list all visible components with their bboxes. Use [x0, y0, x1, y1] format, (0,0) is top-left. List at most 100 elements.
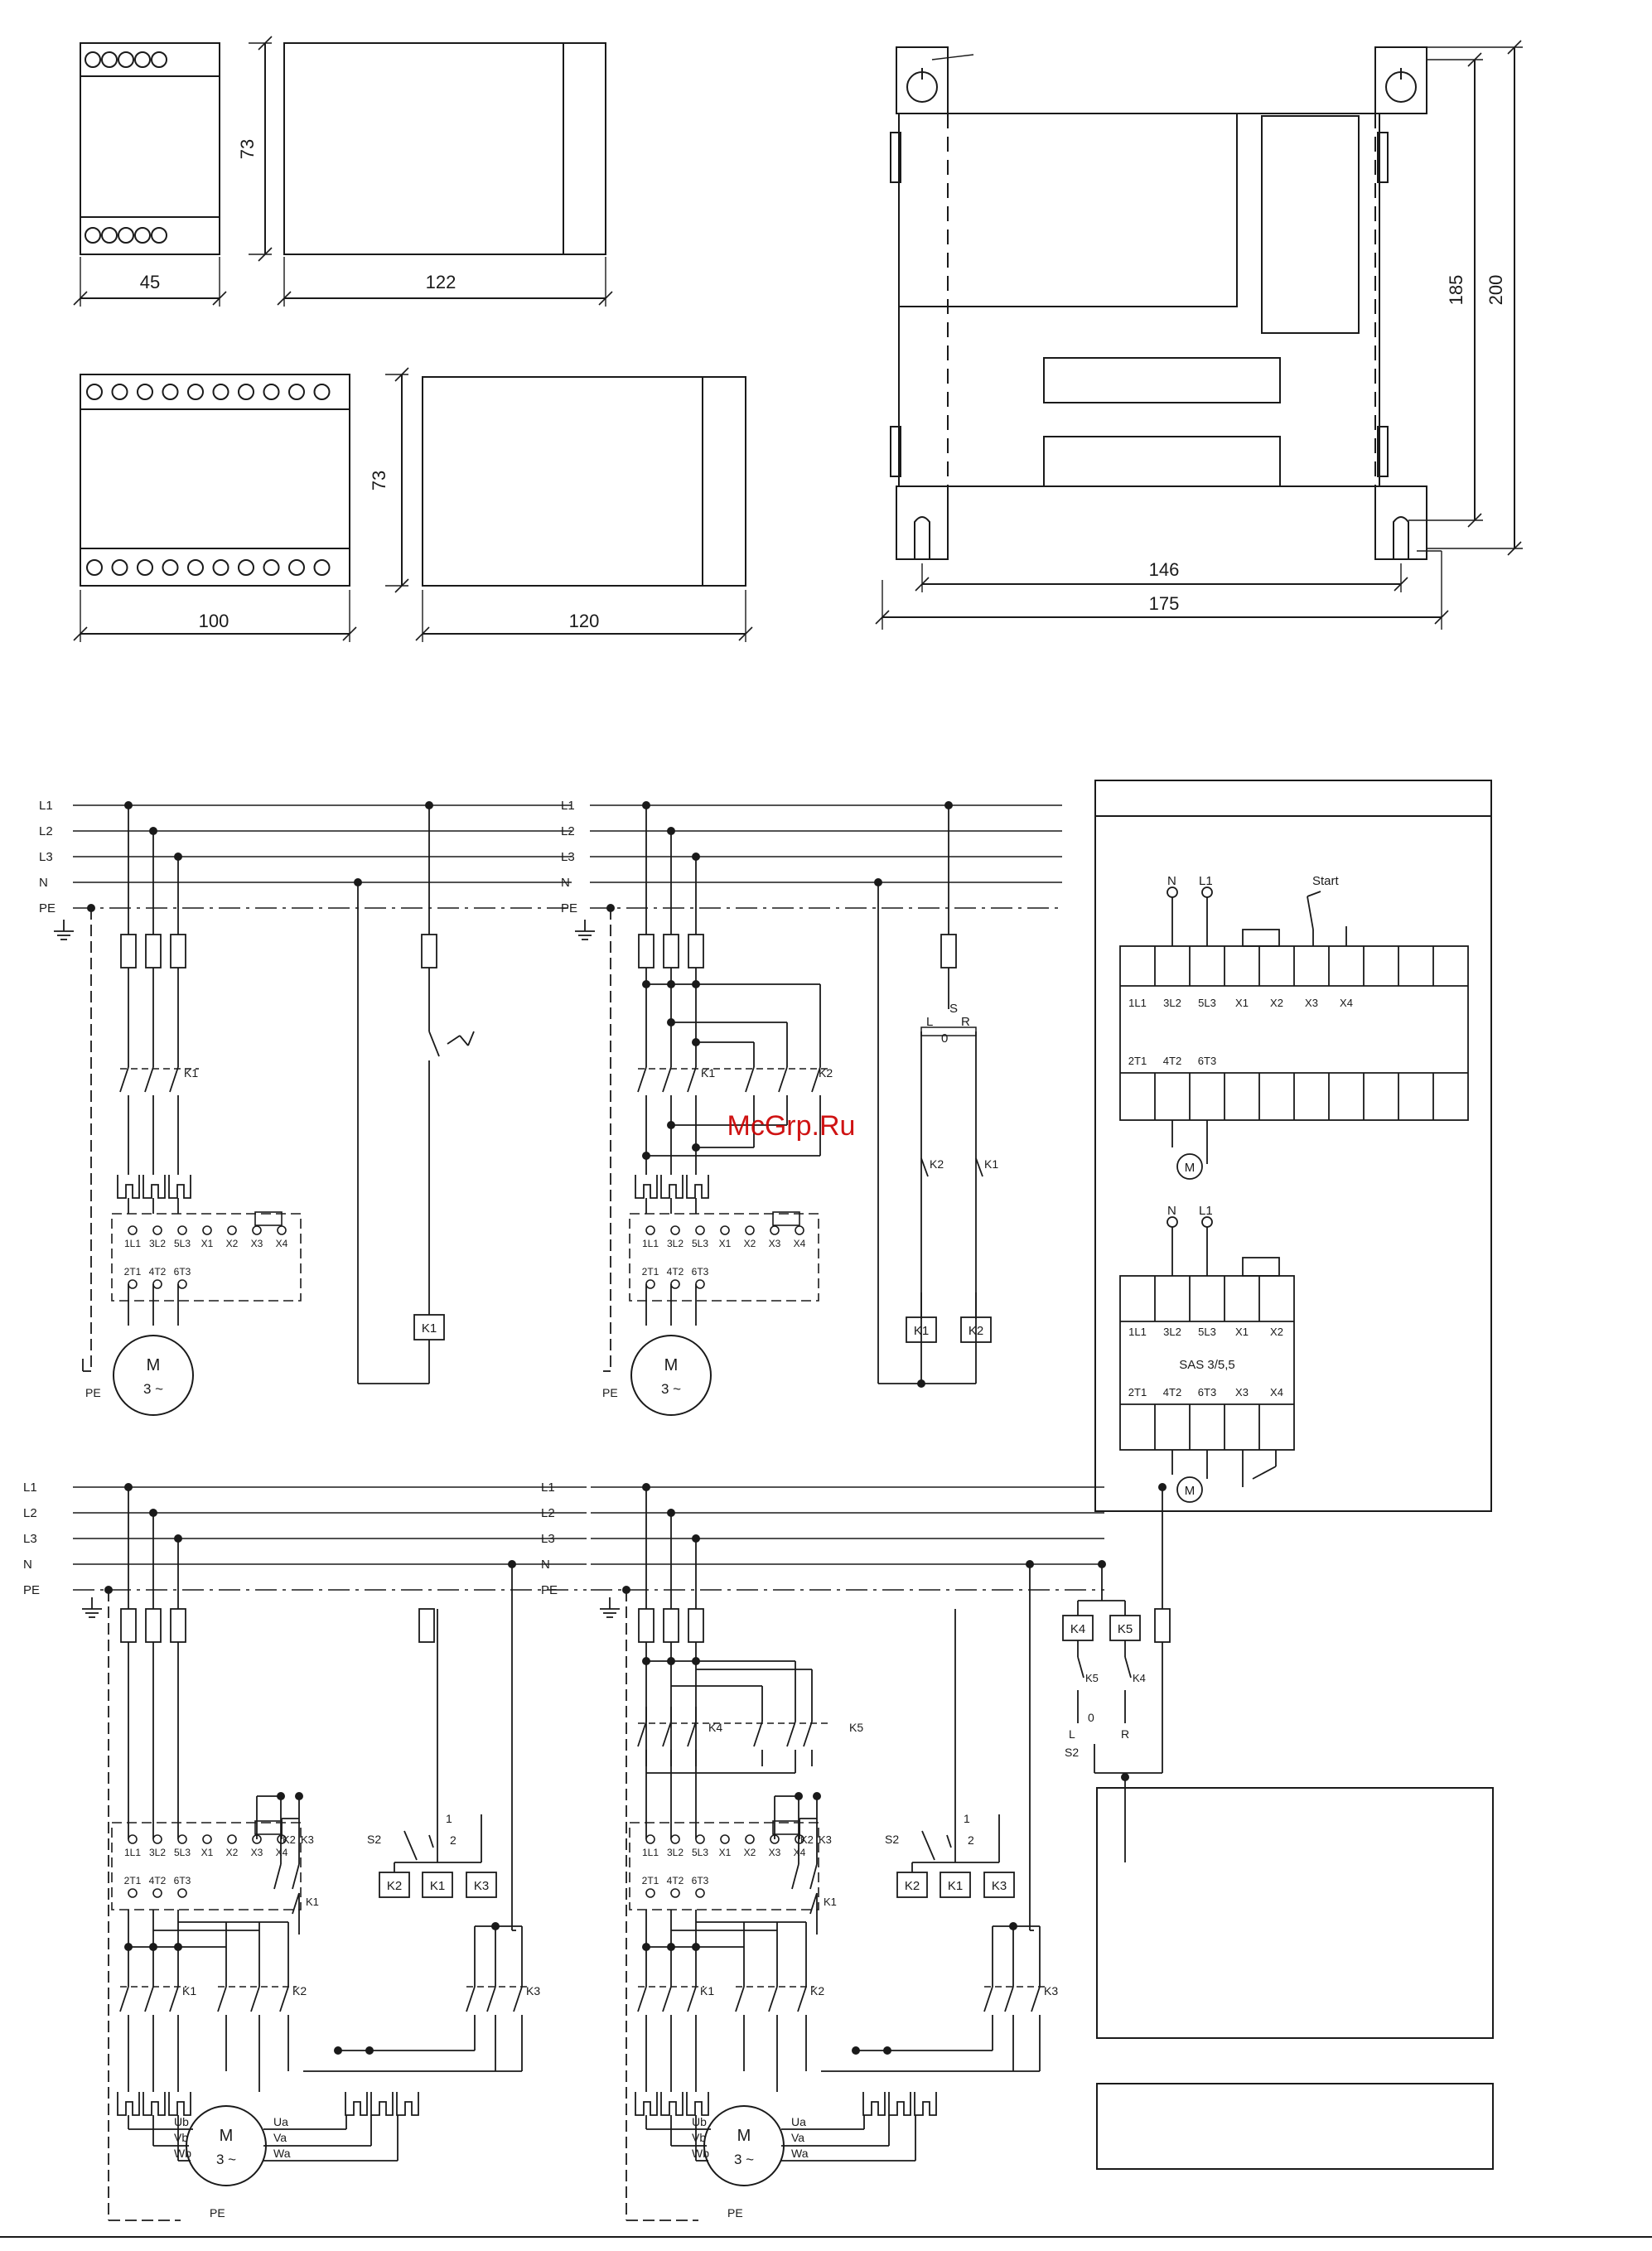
winding-vb: Vb: [692, 2131, 706, 2144]
terminal-hole: [313, 384, 331, 400]
blank-notes-box-lower: [1096, 2083, 1494, 2170]
bus-label-l3: L3: [541, 1532, 555, 1546]
motor-letter: M: [220, 2127, 234, 2145]
terminal-5l3: 5L3: [174, 1238, 191, 1249]
fuse: [688, 934, 704, 969]
panel-small-top-3l2: 3L2: [1163, 1326, 1181, 1338]
terminal-4t2: 4T2: [667, 1875, 684, 1886]
panel-small-bottom-2t1: 2T1: [1128, 1386, 1147, 1398]
sensor-1-label: 1: [964, 1812, 970, 1825]
relay-block: [629, 1822, 819, 1910]
winding-wb: Wb: [692, 2147, 709, 2160]
motor-phase: 3 ~: [734, 2152, 754, 2167]
bus-label-pe: PE: [39, 901, 56, 915]
terminal-hole: [238, 559, 254, 576]
winding-ua: Ua: [273, 2115, 288, 2128]
coil-k3-label: K3: [992, 1879, 1007, 1893]
k1-contact-label: K1: [184, 1066, 198, 1080]
terminal-hole: [288, 559, 305, 576]
terminal-x3: X3: [769, 1238, 781, 1249]
terminal-hole: [187, 559, 204, 576]
bus-label-l2: L2: [561, 824, 575, 838]
bus-label-l2: L2: [39, 824, 53, 838]
coil-k1-label: K1: [422, 1321, 437, 1336]
terminal-hole: [187, 384, 204, 400]
winding-ua: Ua: [791, 2115, 806, 2128]
terminal-4t2: 4T2: [149, 1875, 167, 1886]
dim-relay-large-depth: 120: [569, 611, 600, 631]
s2-label: S2: [885, 1833, 899, 1846]
motor-symbol: [703, 2105, 785, 2186]
terminal-x1: X1: [719, 1238, 732, 1249]
winding-wa: Wa: [273, 2147, 291, 2160]
fuse: [170, 1608, 186, 1643]
terminal-5l3: 5L3: [692, 1238, 708, 1249]
terminal-hole: [151, 51, 167, 68]
k3-aux-label: K3: [819, 1833, 832, 1846]
terminal-x2: X2: [226, 1238, 239, 1249]
k1-contact-label: K1: [701, 1066, 715, 1080]
k5-interlock-label: K5: [1085, 1672, 1099, 1684]
circuit-reversing-control: [920, 1026, 977, 1384]
switch-label-zero: 0: [941, 1031, 948, 1046]
k2-contact-label: K2: [819, 1066, 833, 1080]
dim-enclosure-hole-spacing: 146: [1149, 559, 1180, 580]
motor-symbol: [186, 2105, 267, 2186]
terminal-x3: X3: [769, 1847, 781, 1858]
k5-contact-label: K5: [849, 1721, 863, 1734]
k2-aux-label: K2: [283, 1833, 296, 1846]
fuse: [940, 934, 957, 969]
k4-interlock-label: K4: [1133, 1672, 1146, 1684]
terminal-3l2: 3L2: [149, 1238, 166, 1249]
relay-block: [111, 1213, 302, 1302]
panel-small-top-1l1: 1L1: [1128, 1326, 1147, 1338]
k1-main-label: K1: [700, 1984, 714, 1997]
terminal-2t1: 2T1: [124, 1266, 142, 1278]
k2-main-label: K2: [810, 1984, 824, 1997]
terminal-hole: [288, 384, 305, 400]
winding-ub: Ub: [174, 2115, 189, 2128]
coil-k3: [983, 1872, 1015, 1898]
terminal-3l2: 3L2: [667, 1238, 684, 1249]
panel-large-top-x2: X2: [1270, 997, 1283, 1009]
fuse: [145, 934, 162, 969]
fuse: [688, 1608, 704, 1643]
dim-relay-large-width: 100: [199, 611, 229, 631]
terminal-strip-small-wiring: [1167, 1216, 1280, 1503]
terminal-6t3: 6T3: [692, 1875, 709, 1886]
terminal-5l3: 5L3: [692, 1847, 708, 1858]
terminal-2t1: 2T1: [124, 1875, 142, 1886]
motor-letter: M: [664, 1356, 679, 1374]
coil-k3-label: K3: [474, 1879, 489, 1893]
terminal-hole: [151, 227, 167, 244]
k1-aux-label: K1: [824, 1896, 837, 1908]
terminal-hole: [86, 384, 103, 400]
selector-r: R: [1121, 1727, 1129, 1741]
winding-va: Va: [791, 2131, 804, 2144]
terminal-4t2: 4T2: [149, 1266, 167, 1278]
relay-small-dimension-drawing: [73, 36, 613, 307]
sensor-2-label: 2: [450, 1833, 456, 1847]
terminal-strip-large-wiring: [1167, 886, 1347, 1180]
bus-label-l2: L2: [541, 1506, 555, 1520]
fuse: [663, 1608, 679, 1643]
terminal-1l1: 1L1: [124, 1238, 141, 1249]
fuse: [1154, 1608, 1171, 1643]
panel-large-l1-label: L1: [1199, 874, 1213, 888]
terminal-1l1: 1L1: [124, 1847, 141, 1858]
dim-relay-large-height: 73: [369, 471, 389, 490]
panel-large-bottom-6t3: 6T3: [1198, 1055, 1216, 1067]
motor-phase: 3 ~: [216, 2152, 236, 2167]
fuse: [418, 1608, 435, 1643]
bus-label-l3: L3: [561, 850, 575, 864]
bus-label-pe: PE: [541, 1583, 558, 1597]
panel-large-top-x3: X3: [1305, 997, 1318, 1009]
terminal-6t3: 6T3: [174, 1875, 191, 1886]
watermark: McGrp.Ru: [727, 1110, 856, 1142]
dim-relay-small-width: 45: [140, 272, 160, 292]
terminal-2t1: 2T1: [642, 1875, 659, 1886]
panel-small-bottom-6t3: 6T3: [1198, 1386, 1216, 1398]
terminal-hole: [238, 384, 254, 400]
